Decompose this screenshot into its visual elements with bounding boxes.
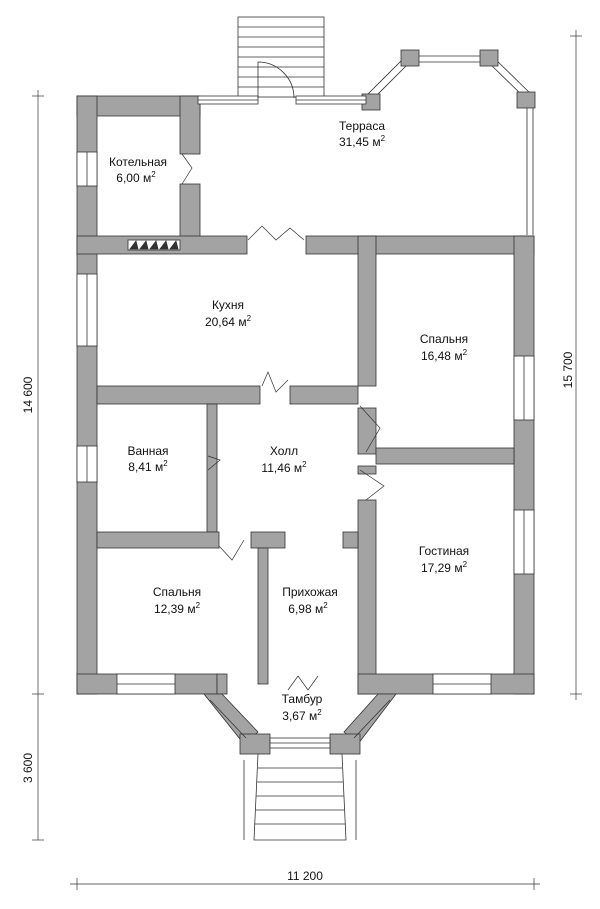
svg-text:16,48 м2: 16,48 м2 [421, 348, 468, 363]
room-area: 8,41 м [128, 460, 163, 474]
room-area: 16,48 м [421, 349, 463, 363]
area-unit-sup: 2 [247, 314, 252, 323]
window-glazing-lines [86, 99, 525, 685]
area-unit-sup: 2 [323, 601, 328, 610]
room-name: Тамбур [282, 692, 323, 706]
terrace-door [257, 61, 295, 99]
room-bathroom: Ванная 8,41 м2 [127, 444, 168, 474]
porch [203, 693, 397, 755]
room-area: 11,46 м [261, 461, 302, 475]
room-terrace: Терраса 31,45 м2 [339, 119, 386, 149]
svg-text:17,29 м2: 17,29 м2 [421, 560, 468, 575]
room-name: Холл [270, 444, 298, 458]
dim-bottom-total: 11 200 [287, 869, 323, 883]
room-name: Терраса [339, 119, 385, 133]
room-bedroom-east: Спальня 16,48 м2 [420, 332, 468, 363]
room-name: Кухня [212, 298, 244, 312]
room-boiler: Котельная 6,00 м2 [109, 155, 167, 185]
room-name: Спальня [153, 585, 201, 599]
svg-text:12,39 м2: 12,39 м2 [154, 601, 201, 616]
area-unit-sup: 2 [196, 601, 201, 610]
room-area: 3,67 м [282, 709, 317, 723]
porch-glazing [209, 699, 391, 749]
room-area: 20,64 м [205, 315, 247, 329]
room-kitchen: Кухня 20,64 м2 [205, 298, 252, 329]
dim-left-main: 14 600 [21, 376, 35, 413]
porch-stairs [243, 753, 357, 841]
terrace-bay-glazing [365, 55, 534, 235]
svg-text:20,64 м2: 20,64 м2 [205, 314, 252, 329]
dimension-lines [32, 30, 582, 890]
svg-text:11,46 м2: 11,46 м2 [261, 460, 307, 475]
area-unit-sup: 2 [463, 348, 468, 357]
room-bedroom-south: Спальня 12,39 м2 [153, 585, 201, 616]
room-area: 31,45 м [339, 135, 381, 149]
room-hall: Холл 11,46 м2 [261, 444, 307, 475]
room-vestibule: Тамбур 3,67 м2 [282, 692, 323, 723]
area-unit-sup: 2 [463, 560, 468, 569]
bay-posts [361, 49, 536, 111]
area-unit-sup: 2 [317, 708, 322, 717]
area-unit-sup: 2 [302, 460, 307, 469]
svg-text:8,41 м2: 8,41 м2 [128, 459, 168, 474]
room-name: Спальня [420, 332, 468, 346]
svg-text:3,67 м2: 3,67 м2 [282, 708, 322, 723]
room-area: 6,00 м [116, 171, 151, 185]
boiler-vents [127, 239, 181, 251]
svg-text:31,45 м2: 31,45 м2 [339, 134, 386, 149]
room-name: Котельная [109, 155, 167, 169]
room-area: 6,98 м [288, 602, 323, 616]
area-unit-sup: 2 [381, 134, 386, 143]
room-entrance-hall: Прихожая 6,98 м2 [282, 585, 338, 616]
walls [76, 95, 535, 695]
room-area: 17,29 м [421, 561, 463, 575]
room-name: Ванная [127, 444, 168, 458]
terrace-stairs [237, 16, 325, 98]
area-unit-sup: 2 [163, 459, 168, 468]
svg-text:6,98 м2: 6,98 м2 [288, 601, 328, 616]
area-unit-sup: 2 [151, 170, 156, 179]
room-name: Прихожая [282, 585, 338, 599]
interior-doors [181, 153, 385, 691]
room-area: 12,39 м [154, 602, 196, 616]
svg-text:6,00 м2: 6,00 м2 [116, 170, 156, 185]
dim-left-porch: 3 600 [21, 753, 35, 783]
dim-right-total: 15 700 [561, 351, 575, 388]
room-living: Гостиная 17,29 м2 [419, 544, 469, 575]
room-name: Гостиная [419, 544, 469, 558]
